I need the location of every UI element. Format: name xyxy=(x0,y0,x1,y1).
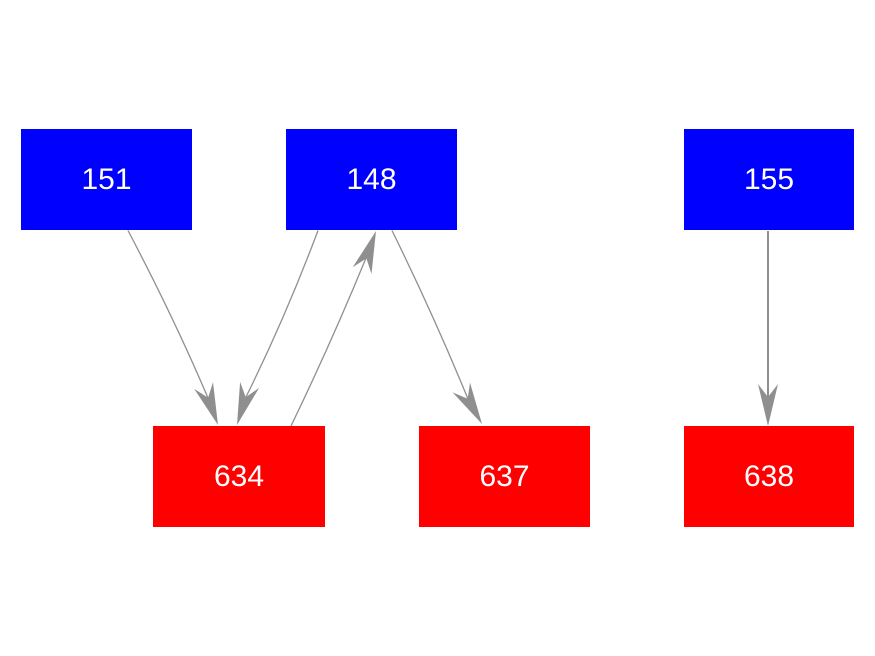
edge-line xyxy=(127,230,209,399)
node-638: 638 xyxy=(684,426,854,527)
edge-148-637 xyxy=(391,230,482,424)
node-148: 148 xyxy=(286,129,457,230)
edge-148-634 xyxy=(237,230,319,425)
node-151: 151 xyxy=(21,129,192,230)
node-label: 637 xyxy=(479,459,530,493)
edge-634-148 xyxy=(290,231,376,427)
node-label: 638 xyxy=(743,459,795,493)
node-label: 148 xyxy=(346,162,397,196)
node-155: 155 xyxy=(684,129,854,230)
node-label: 155 xyxy=(743,162,795,196)
edge-line xyxy=(245,230,319,398)
arrowhead-icon xyxy=(194,382,218,425)
node-634: 634 xyxy=(153,426,325,527)
arrowhead-icon xyxy=(352,231,376,274)
node-637: 637 xyxy=(419,426,590,527)
edge-line xyxy=(290,257,367,427)
arrowhead-icon xyxy=(452,382,482,424)
edge-155-638 xyxy=(758,231,778,426)
edge-line xyxy=(391,230,469,400)
node-label: 151 xyxy=(81,162,132,196)
edge-151-634 xyxy=(127,230,218,425)
node-label: 634 xyxy=(213,459,265,493)
arrowhead-icon xyxy=(237,381,260,425)
arrowhead-icon xyxy=(758,384,778,426)
